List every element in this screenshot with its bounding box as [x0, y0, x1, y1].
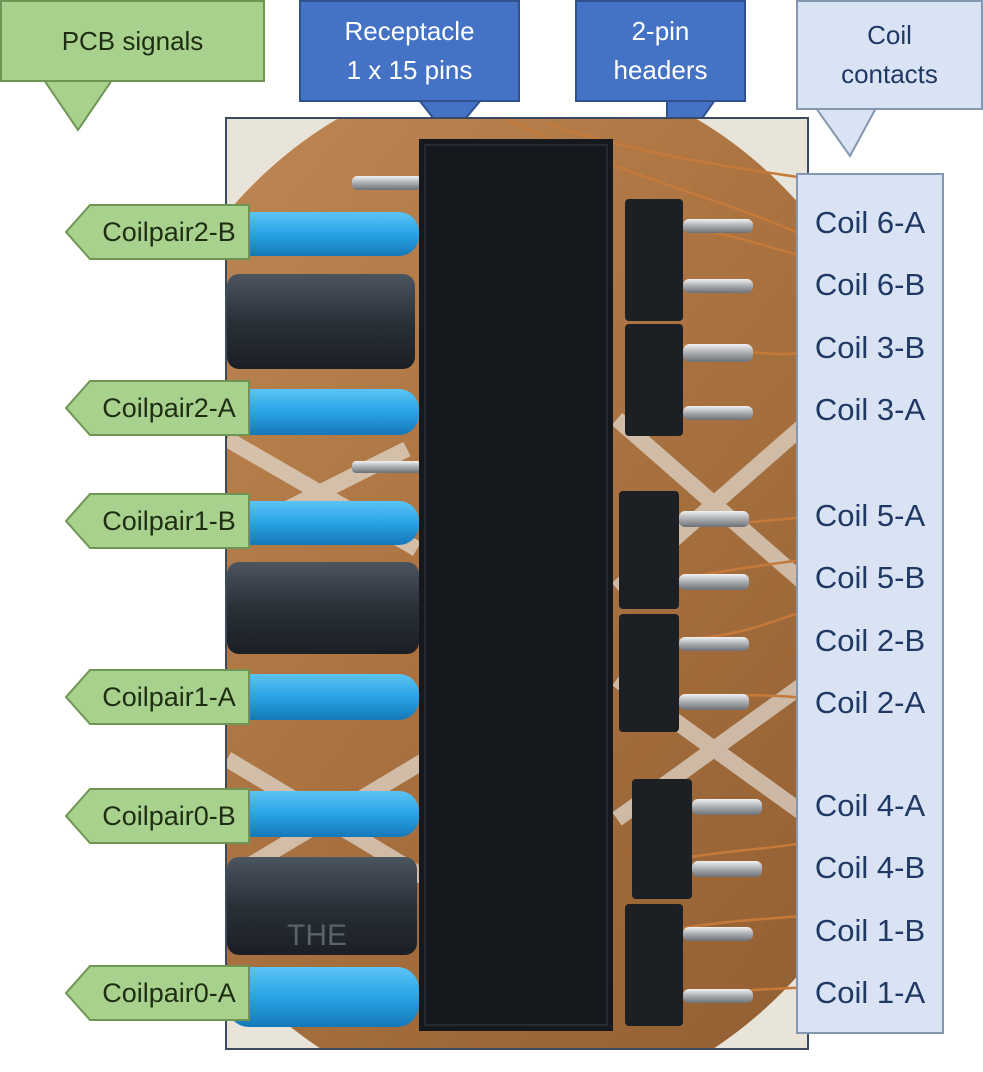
solder-joints [679, 219, 762, 1003]
coil-label: Coil 1-A [814, 975, 926, 1010]
coil-label: Coil 3-B [814, 330, 926, 365]
callout-label-line2: 1 x 15 pins [346, 55, 473, 85]
board-photo-drawing: THE [227, 119, 807, 1048]
shrink-print: THE [287, 919, 347, 952]
callout-label-line2: contacts [841, 59, 938, 89]
callout-label-line2: headers [613, 55, 708, 85]
coil-label: Coil 2-A [814, 685, 926, 720]
signal-tag: Coilpair2-B [63, 203, 253, 261]
callout-label-line1: 2-pin [631, 16, 690, 46]
callout-label-line1: Receptacle [344, 16, 475, 46]
coil-contacts-panel: Coil 6-A Coil 6-B Coil 3-B Coil 3-A Coil… [796, 173, 944, 1034]
signal-label: Coilpair1-B [102, 505, 236, 536]
signal-tag: Coilpair1-B [63, 492, 253, 550]
callout-label-line1: Coil [867, 20, 912, 50]
signal-tag-shape [64, 380, 250, 436]
signal-label: Coilpair1-A [102, 681, 236, 712]
callout-receptacle: Receptacle 1 x 15 pins [299, 0, 520, 140]
signal-tag-shape [64, 204, 250, 260]
receptacle-edge [424, 144, 608, 1026]
board-photo: THE [225, 117, 809, 1050]
signal-tag: Coilpair0-A [63, 964, 253, 1022]
signal-tag-shape [64, 965, 250, 1021]
blue-wires [227, 212, 419, 1027]
two-pin-headers [619, 199, 692, 1026]
callout-2pin-headers: 2-pin headers [575, 0, 746, 170]
callout-coil-contacts: Coil contacts [796, 0, 983, 160]
callout-pcb-signals: PCB signals [0, 0, 265, 135]
coil-label: Coil 3-A [814, 392, 926, 427]
receptacle-1x15 [419, 139, 613, 1031]
heat-shrink-sleeves: THE [227, 274, 419, 955]
coil-label: Coil 4-B [814, 850, 926, 885]
coil-label: Coil 1-B [814, 913, 926, 948]
signal-label: Coilpair0-B [102, 800, 236, 831]
callout-label: PCB signals [0, 0, 265, 82]
signal-tag-shape [64, 493, 250, 549]
coil-label: Coil 5-A [814, 498, 926, 533]
signal-tag: Coilpair1-A [63, 668, 253, 726]
coil-label: Coil 6-A [814, 205, 926, 240]
signal-tag: Coilpair2-A [63, 379, 253, 437]
coil-label: Coil 6-B [814, 267, 926, 302]
coil-label: Coil 4-A [814, 788, 926, 823]
coil-label: Coil 5-B [814, 560, 926, 595]
signal-tag-shape [64, 669, 250, 725]
signal-label: Coilpair0-A [102, 977, 236, 1008]
signal-tag-shape [64, 788, 250, 844]
signal-label: Coilpair2-A [102, 392, 236, 423]
signal-label: Coilpair2-B [102, 216, 236, 247]
coil-label: Coil 2-B [814, 623, 926, 658]
pin-stub [352, 176, 422, 190]
pin-stub [352, 461, 422, 473]
signal-tag: Coilpair0-B [63, 787, 253, 845]
